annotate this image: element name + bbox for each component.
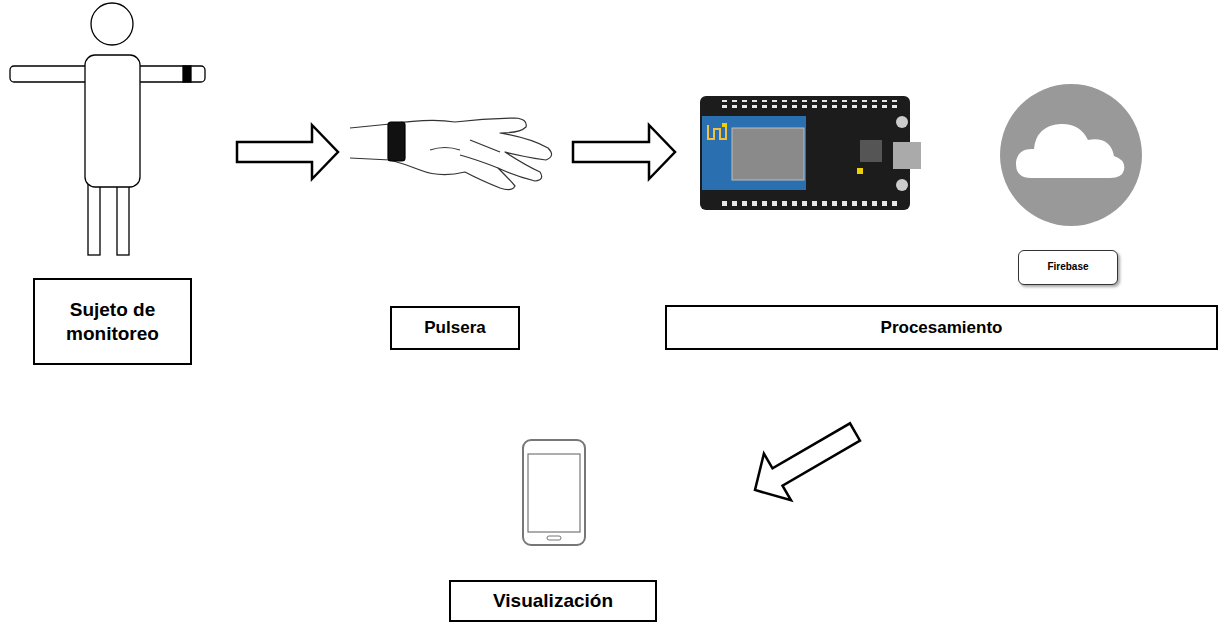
firebase-label-box: Firebase	[1018, 250, 1118, 285]
person-figure	[10, 3, 205, 255]
phone-icon	[523, 440, 585, 545]
node-label: Firebase	[1047, 261, 1088, 274]
node-label: Procesamiento	[881, 317, 1003, 338]
block-arrow	[573, 125, 675, 179]
block-arrow	[237, 125, 338, 179]
microcontroller-board	[700, 96, 921, 210]
processing-band: Procesamiento	[665, 305, 1218, 350]
cloud-icon	[1000, 84, 1142, 226]
bracelet-label-box: Pulsera	[390, 306, 520, 350]
visualization-label-box: Visualización	[449, 580, 657, 622]
subject-label-box: Sujeto de monitoreo	[33, 278, 192, 365]
node-label: Sujeto de monitoreo	[50, 298, 175, 346]
node-label: Visualización	[493, 589, 613, 613]
node-label: Pulsera	[424, 317, 485, 338]
block-arrow	[755, 423, 860, 500]
hand-illustration	[350, 118, 552, 190]
